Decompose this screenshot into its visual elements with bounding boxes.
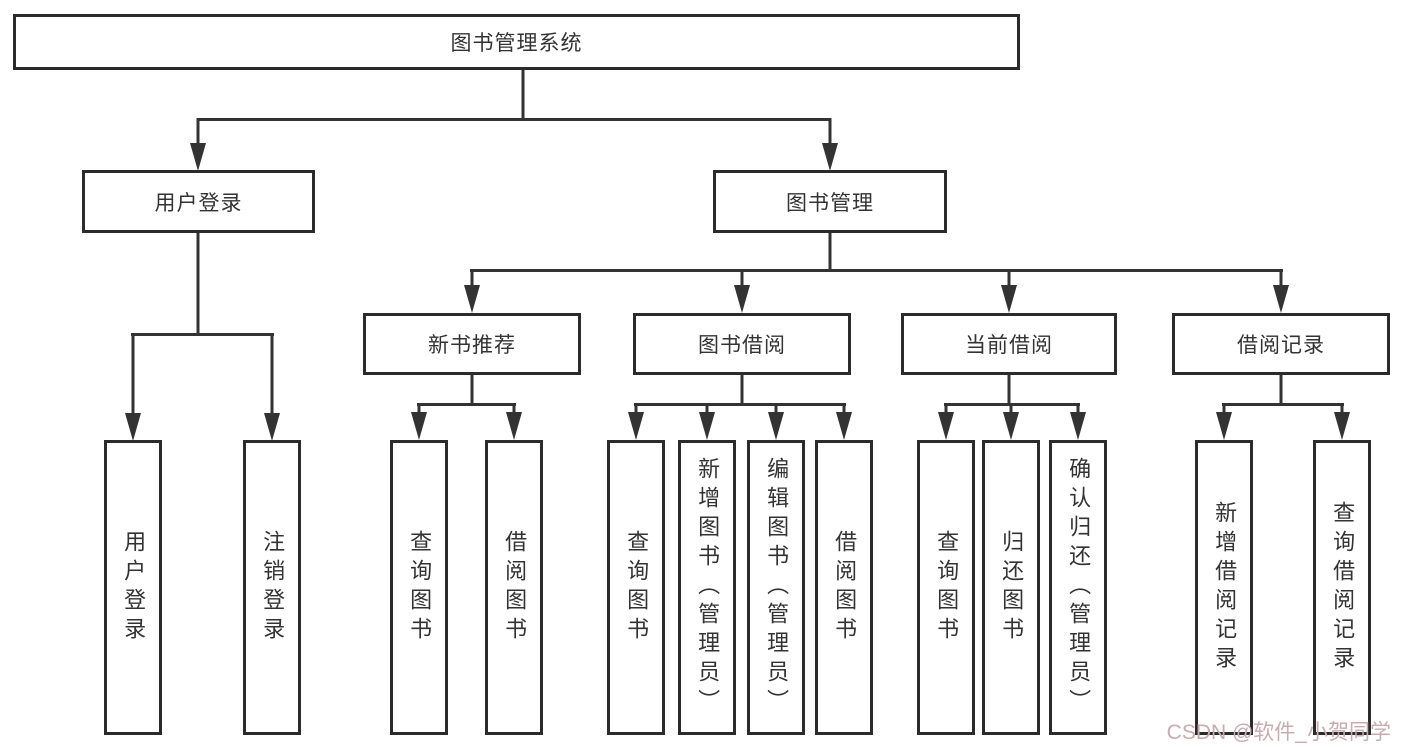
arrow-down-icon [1273,285,1289,313]
connector-line [1007,269,1011,287]
connector-line [740,375,744,405]
node-label: 新书推荐 [428,334,516,357]
node-label: 借阅图书 [502,529,528,646]
arrow-down-icon [628,412,644,440]
connector-line [1340,403,1344,414]
node-new-book-recommend: 新书推荐 [363,313,581,375]
node-label: 注销登录 [260,529,286,646]
arrow-down-icon [264,413,280,441]
arrow-down-icon [190,143,206,171]
leaf-logout: 注销登录 [243,440,301,735]
leaf-records-query-record: 查询借阅记录 [1313,440,1371,735]
arrow-down-icon [125,413,141,441]
leaf-user-login: 用户登录 [104,440,162,735]
connector-line [417,403,516,406]
leaf-borrowing-query-books: 查询图书 [607,440,665,735]
node-label: 用户登录 [154,191,243,215]
node-label: 查询图书 [624,529,650,646]
leaf-current-query-books: 查询图书 [917,440,975,735]
connector-line [1076,403,1080,414]
leaf-borrowing-borrow-books: 借阅图书 [815,440,873,735]
node-label: 图书管理 [786,191,874,215]
connector-line [828,233,832,271]
connector-line [270,333,274,415]
arrow-down-icon [1216,412,1232,440]
arrow-down-icon [938,412,954,440]
arrow-down-icon [836,412,852,440]
arrow-down-icon [506,412,522,440]
node-user-login: 用户登录 [82,170,315,233]
node-book-borrowing: 图书借阅 [633,313,851,375]
connector-line [1279,375,1283,405]
node-book-management: 图书管理 [713,170,947,233]
node-label: 图书借阅 [698,334,786,357]
connector-line [131,333,135,415]
node-label: 归还图书 [999,529,1025,646]
arrow-down-icon [768,412,784,440]
leaf-current-confirm-return-admin: 确认归还（管理员） [1049,440,1107,735]
node-label: 编辑图书（管理员） [764,457,790,718]
connector-line [196,118,200,145]
connector-line [417,403,421,414]
leaf-borrowing-edit-books-admin: 编辑图书（管理员） [747,440,805,735]
arrow-down-icon [822,143,838,171]
node-borrow-records: 借阅记录 [1172,313,1390,375]
connector-line [470,269,474,287]
connector-line [944,403,948,414]
node-label: 借阅记录 [1237,334,1325,357]
node-label: 查询借阅记录 [1330,500,1356,675]
watermark: CSDN @软件_小贺同学 [1166,721,1391,744]
connector-line [197,118,831,121]
connector-line [131,333,274,336]
node-label: 确认归还（管理员） [1066,457,1092,718]
connector-line [1222,403,1226,414]
connector-line [512,403,516,414]
connector-line [828,118,832,145]
node-label: 新增图书（管理员） [695,457,721,718]
node-label: 新增借阅记录 [1212,500,1238,675]
leaf-current-return-books: 归还图书 [982,440,1040,735]
connector-line [634,403,846,406]
connector-line [196,233,200,335]
arrow-down-icon [1003,412,1019,440]
arrow-down-icon [734,285,750,313]
connector-line [1009,403,1013,414]
node-current-borrowing: 当前借阅 [901,313,1117,375]
node-label: 用户登录 [121,529,147,646]
arrow-down-icon [699,412,715,440]
leaf-recommend-borrow-books: 借阅图书 [485,440,543,735]
connector-line [705,403,709,414]
connector-line [842,403,846,414]
arrow-down-icon [1001,285,1017,313]
node-label: 查询图书 [407,529,433,646]
connector-line [1222,403,1344,406]
arrow-down-icon [1334,412,1350,440]
node-label: 查询图书 [934,529,960,646]
node-label: 图书管理系统 [450,32,583,55]
leaf-recommend-query-books: 查询图书 [390,440,448,735]
node-label: 当前借阅 [965,334,1053,357]
connector-line [1279,269,1283,287]
node-root-library-system: 图书管理系统 [13,14,1020,70]
arrow-down-icon [464,285,480,313]
connector-line [774,403,778,414]
arrow-down-icon [411,412,427,440]
node-label: 借阅图书 [832,529,858,646]
connector-line [470,269,1283,272]
arrow-down-icon [1070,412,1086,440]
connector-line [634,403,638,414]
connector-line [1007,375,1011,405]
connector-line [740,269,744,287]
leaf-borrowing-add-books-admin: 新增图书（管理员） [678,440,736,735]
connector-line [521,70,525,120]
leaf-records-add-record: 新增借阅记录 [1195,440,1253,735]
connector-line [470,375,474,405]
